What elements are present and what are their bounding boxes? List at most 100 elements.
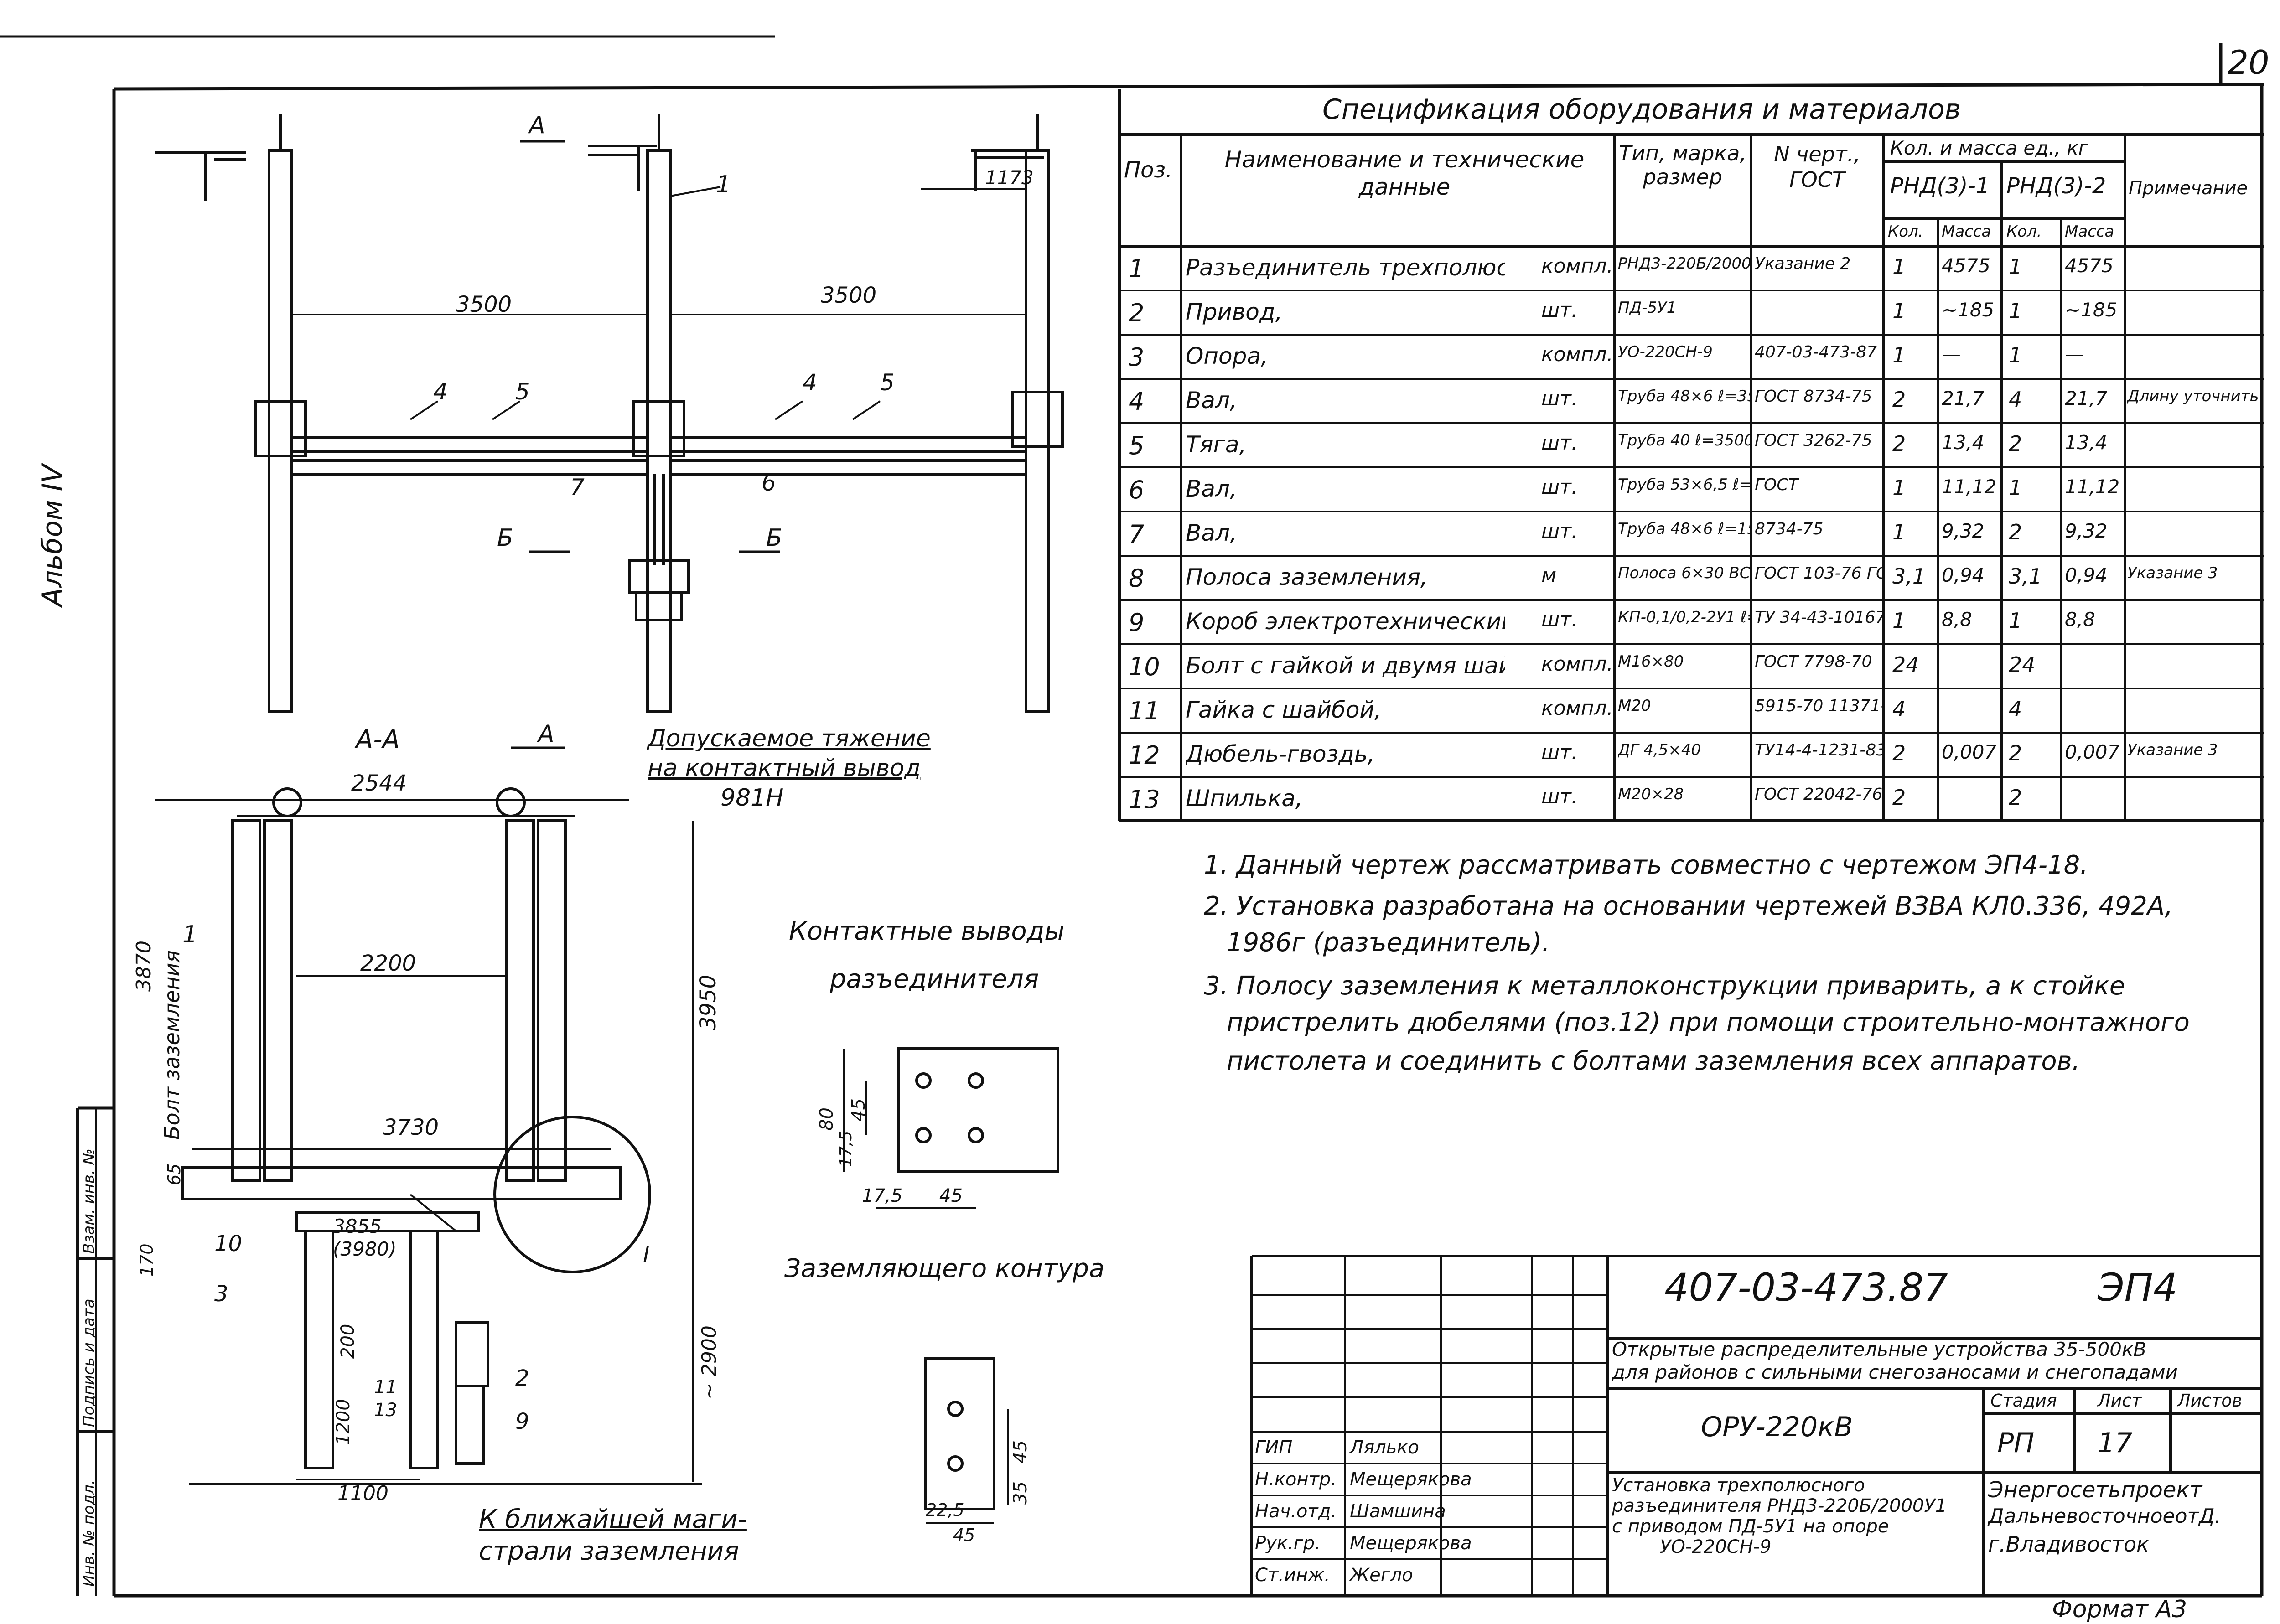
callout-detail-i: I [643,1242,650,1268]
ground-bolt-label: Болт заземления [160,950,184,1140]
spec-cell-m2: 9,32 [2065,520,2108,542]
desc-line-4: УО-220СН-9 [1660,1536,1772,1557]
spec-header-kol1: Кол. [1888,222,1923,241]
spec-cell-k2: 2 [2009,785,2022,810]
spec-cell-k2: 1 [2009,254,2022,279]
dim-22-5-contour: 22,5 [926,1500,964,1520]
spec-cell-k1: 1 [1892,476,1906,500]
spec-cell-name: Вал, [1186,387,1237,414]
spec-cell-m2: 0,007 [2065,741,2120,763]
album-label: Альбом IV [36,464,68,606]
callout-5-right: 5 [880,369,895,396]
spec-cell-note: Указание 3 [2127,741,2218,759]
spec-cell-unit: компл. [1541,697,1613,720]
spec-cell-m1: 21,7 [1942,387,1985,409]
section-mark-a-bottom: А [538,720,554,748]
staff-name: Шамшина [1350,1501,1446,1522]
spec-cell-type: М20×28 [1618,785,1684,803]
spec-cell-type: КП-0,1/0,2-2У1 ℓ=800 [1618,608,1750,626]
callout-7: 7 [570,474,585,501]
tension-label-2: на контактный вывод [648,755,921,782]
spec-cell-name: Дюбель-гвоздь, [1186,741,1375,767]
spec-cell-k1: 2 [1892,431,1906,456]
note-line: пристрелить дюбелями (поз.12) при помощи… [1227,1008,2190,1037]
staff-name: Мещерякова [1350,1533,1472,1554]
dim-3730: 3730 [383,1115,439,1140]
spec-cell-unit: шт. [1541,785,1578,808]
spec-cell-k1: 1 [1892,254,1906,279]
spec-cell-m1: — [1942,343,1961,365]
spec-cell-type: ПД-5У1 [1618,299,1677,317]
spec-cell-pos: 10 [1129,652,1160,681]
spec-cell-k1: 24 [1892,652,1919,677]
spec-cell-k1: 1 [1892,608,1906,633]
spec-cell-gost: ТУ 34-43-10167-80 [1755,608,1882,627]
spec-cell-k2: 1 [2009,343,2022,367]
spec-cell-m1: 8,8 [1942,608,1972,631]
page-number: 20 [2228,43,2270,82]
dim-1173: 1173 [985,166,1034,189]
spec-cell-m2: ~185 [2065,299,2118,321]
spec-cell-pos: 9 [1129,608,1145,637]
staff-name: Мещерякова [1350,1469,1472,1490]
spec-cell-name: Короб электротехнический стальной, [1186,608,1505,635]
spec-cell-gost: ГОСТ 22042-76 [1755,785,1882,804]
callout-4-right: 4 [803,369,817,396]
spec-cell-m2: 11,12 [2065,476,2120,498]
spec-cell-k2: 24 [2009,652,2036,677]
spec-cell-pos: 4 [1129,387,1145,416]
org-line-3: г.Владивосток [1988,1532,2149,1557]
staff-role: Рук.гр. [1255,1533,1321,1554]
dim-3870: 3870 [132,941,155,992]
desc-line-2: разъединителя РНД3-220Б/2000У1 [1612,1495,1947,1516]
spec-cell-k2: 2 [2009,431,2022,456]
dim-35-contour: 35 [1010,1481,1031,1505]
spec-cell-gost: 5915-70 11371-78 [1755,697,1882,715]
spec-header-rnd1: РНД(3)-1 [1890,173,1990,199]
stage-label: Стадия [1990,1391,2057,1411]
spec-cell-pos: 1 [1129,254,1145,283]
sheet-value: 17 [2098,1427,2133,1459]
desc-line-3: с приводом ПД-5У1 на опоре [1612,1516,1889,1537]
spec-cell-type: М16×80 [1618,652,1684,671]
stamp-inv-podl: Инв. № подл. [80,1479,98,1587]
spec-header-pos: Поз. [1124,157,1173,183]
dim-200: 200 [337,1324,358,1359]
dim-45-contour-h: 45 [953,1525,975,1545]
note-line: пистолета и соединить с болтами заземлен… [1227,1046,2080,1076]
spec-header-kol2: Кол. [2006,222,2042,241]
spec-cell-m2: 21,7 [2065,387,2108,409]
dim-17-5-plate-h: 17,5 [862,1185,903,1206]
dim-3500-right: 3500 [821,283,877,308]
stamp-vzam: Взам. инв. № [80,1148,98,1254]
spec-cell-type: М20 [1618,697,1651,715]
spec-header-massa2: Масса [2065,222,2114,241]
spec-cell-k2: 1 [2009,299,2022,323]
dim-1100: 1100 [337,1482,389,1505]
contact-title-1: Контактные выводы [789,916,1065,946]
staff-role: Н.контр. [1255,1469,1337,1490]
spec-cell-type: Труба 48×6 ℓ=1500 [1618,520,1750,538]
spec-cell-type: Полоса 6×30 ВСт3кп2-1 [1618,564,1750,582]
spec-cell-name: Полоса заземления, [1186,564,1428,590]
spec-header-type: Тип, марка, размер [1619,141,1746,189]
callout-11: 11 [374,1377,397,1398]
dim-3950: 3950 [695,974,721,1030]
spec-cell-unit: шт. [1541,299,1578,322]
spec-cell-m1: 0,94 [1942,564,1985,586]
spec-cell-k1: 4 [1892,697,1906,721]
spec-cell-name: Гайка с шайбой, [1186,697,1382,723]
section-mark-b-right: Б [766,524,782,552]
dim-45-plate: 45 [848,1098,869,1122]
dim-1200: 1200 [333,1399,354,1445]
spec-cell-name: Вал, [1186,476,1237,502]
section-aa-title: А-А [356,725,400,755]
spec-header-name: Наименование и технические данные [1224,146,1585,200]
spec-cell-name: Привод, [1186,299,1283,325]
spec-cell-k1: 1 [1892,299,1906,323]
note-line: 1. Данный чертеж рассматривать совместно… [1204,850,2088,880]
spec-cell-gost: Указание 2 [1755,254,1851,273]
spec-cell-m2: — [2065,343,2084,365]
